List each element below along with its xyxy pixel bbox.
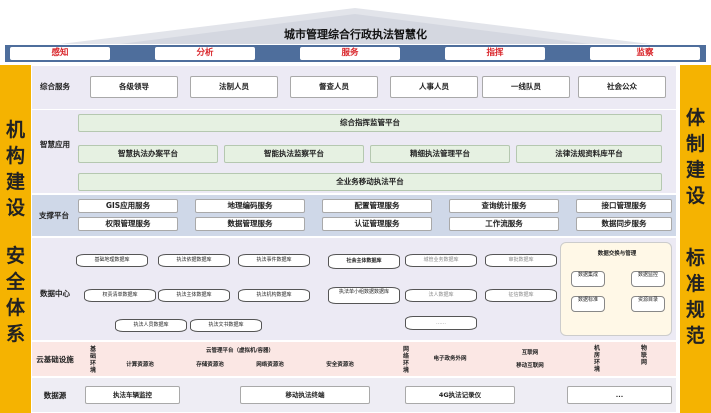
service-item-inspectors[interactable]: 督查人员 (290, 76, 378, 98)
nav-item-command[interactable]: 指挥 (445, 47, 545, 60)
service-item-hr[interactable]: 人事人员 (390, 76, 478, 98)
right-side-char: 标 (685, 247, 705, 269)
db-credit[interactable]: 征信数据库 (485, 289, 557, 302)
service-item-public[interactable]: 社会公众 (578, 76, 666, 98)
service-item-frontline[interactable]: 一线队员 (482, 76, 570, 98)
right-side-column: 体 制 建 设 标 准 规 范 (680, 65, 711, 413)
db-rights[interactable]: 权责清单数据库 (84, 289, 156, 302)
right-side-char: 体 (685, 107, 705, 129)
source-vehicle[interactable]: 执法车辆监控 (85, 386, 180, 404)
support-item-gis[interactable]: GIS应用服务 (78, 199, 178, 213)
source-terminal[interactable]: 移动执法终端 (240, 386, 370, 404)
storage-pool: 存储资源池 (196, 362, 224, 368)
left-side-char: 构 (5, 145, 25, 167)
service-item-leaders[interactable]: 各级领导 (90, 76, 178, 98)
gov-net: 电子政务外网 (433, 356, 467, 362)
right-side-char: 制 (685, 133, 705, 155)
case-platform[interactable]: 智慧执法办案平台 (78, 145, 218, 163)
service-label: 综合服务 (40, 82, 70, 91)
mobile-internet: 移动互联网 (516, 363, 544, 369)
nav-item-analysis[interactable]: 分析 (155, 47, 255, 60)
right-side-char: 规 (685, 299, 705, 321)
management-platform[interactable]: 精细执法管理平台 (370, 145, 510, 163)
source-label: 数据源 (43, 391, 67, 400)
support-item-auth[interactable]: 认证管理服务 (322, 217, 432, 231)
command-platform[interactable]: 综合指挥监管平台 (78, 114, 662, 132)
support-item-permission[interactable]: 权限管理服务 (78, 217, 178, 231)
support-item-interface[interactable]: 接口管理服务 (576, 199, 672, 213)
db-citybiz[interactable]: 城管业务数据库 (405, 254, 477, 267)
data-exchange-title: 数据交换与管理 (597, 251, 637, 257)
iot-label: 物联网 (640, 345, 647, 366)
right-side-char: 设 (685, 185, 705, 207)
db-more[interactable]: …… (405, 316, 477, 330)
infra-label: 云基础设施 (36, 355, 74, 364)
left-side-char: 体 (5, 297, 25, 319)
datacenter-label: 数据中心 (40, 289, 70, 298)
page-title: 城市管理综合行政执法智慧化 (284, 28, 427, 41)
mobile-platform[interactable]: 全业务移动执法平台 (78, 173, 662, 191)
left-side-char: 全 (5, 271, 25, 293)
left-side-column: 机 构 建 设 安 全 体 系 (0, 65, 31, 413)
base-env-label: 基础环境 (89, 346, 96, 374)
db-documents[interactable]: 执法文书数据库 (190, 319, 262, 332)
roof-shape (60, 8, 650, 44)
nav-item-service[interactable]: 服务 (300, 47, 400, 60)
db-personnel[interactable]: 执法人员数据库 (115, 319, 187, 332)
data-integration[interactable]: 数据集成 (571, 271, 605, 287)
service-item-legal[interactable]: 法制人员 (190, 76, 278, 98)
smart-app-label: 智慧应用 (40, 140, 70, 149)
db-subject[interactable]: 执法主体数据库 (158, 289, 230, 302)
nav-item-perception[interactable]: 感知 (10, 47, 110, 60)
net-env-label: 网络环境 (402, 346, 409, 374)
right-side-char: 范 (685, 325, 705, 347)
support-item-geocode[interactable]: 地理编码服务 (195, 199, 305, 213)
support-item-stats[interactable]: 查询统计服务 (449, 199, 559, 213)
db-social[interactable]: 社会主体数据库 (328, 254, 400, 269)
inspection-platform[interactable]: 智能执法监察平台 (224, 145, 364, 163)
support-item-sync[interactable]: 数据同步服务 (576, 217, 672, 231)
left-side-char: 系 (5, 323, 25, 345)
left-side-char: 建 (5, 171, 25, 193)
right-side-char (680, 209, 711, 245)
network-pool: 网络资源池 (256, 362, 284, 368)
db-approval[interactable]: 审批数据库 (485, 254, 557, 267)
data-standard[interactable]: 数据标准 (571, 296, 605, 312)
compute-pool: 计算资源池 (126, 362, 154, 368)
left-side-char: 安 (5, 245, 25, 267)
nav-item-supervision[interactable]: 监察 (590, 47, 700, 60)
db-event[interactable]: 执法事件数据库 (238, 254, 310, 267)
infra-row (32, 342, 676, 377)
right-side-char: 建 (685, 159, 705, 181)
support-item-datamgmt[interactable]: 数据管理服务 (195, 217, 305, 231)
right-side-char: 准 (685, 273, 705, 295)
left-side-char: 设 (5, 197, 25, 219)
db-basis[interactable]: 执法依据数据库 (158, 254, 230, 267)
support-item-workflow[interactable]: 工作流服务 (449, 217, 559, 231)
support-item-config[interactable]: 配置管理服务 (322, 199, 432, 213)
support-label: 支撑平台 (39, 211, 69, 220)
db-org[interactable]: 执法机构数据库 (238, 289, 310, 302)
data-monitoring[interactable]: 数据监控 (631, 271, 665, 287)
db-unit[interactable]: 执法单小组数据数据库 (328, 287, 400, 304)
db-legal-person[interactable]: 法人数据库 (405, 289, 477, 302)
left-side-char: 机 (5, 119, 25, 141)
source-recorder[interactable]: 4G执法记录仪 (405, 386, 515, 404)
resource-catalog[interactable]: 资源目录 (631, 296, 665, 312)
left-side-char (0, 221, 31, 243)
room-env-label: 机房环境 (593, 345, 600, 373)
cloud-title: 云管理平台（虚拟机/容器） (205, 348, 274, 354)
law-library-platform[interactable]: 法律法规资料库平台 (516, 145, 662, 163)
security-pool: 安全资源池 (326, 362, 354, 368)
source-more[interactable]: ... (567, 386, 672, 404)
internet: 互联网 (521, 350, 539, 356)
db-geo[interactable]: 基础地理数据库 (76, 254, 148, 267)
data-exchange-panel (560, 242, 672, 336)
